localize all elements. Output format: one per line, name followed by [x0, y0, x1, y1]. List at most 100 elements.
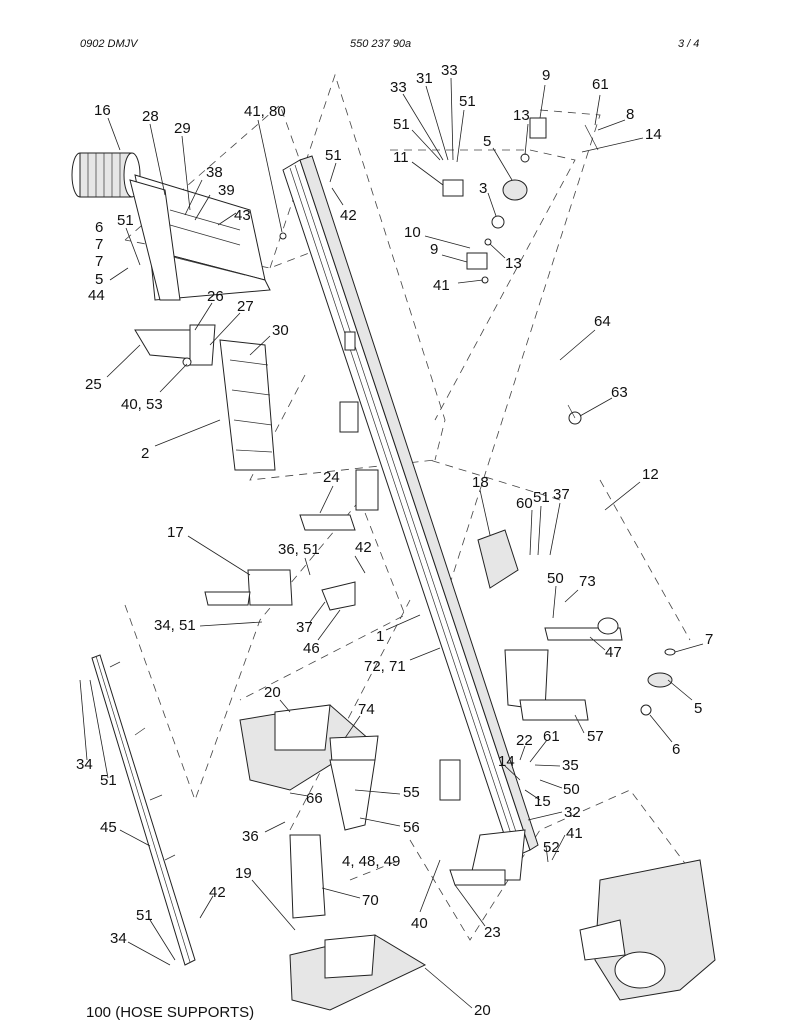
callout-6: 6: [672, 741, 680, 758]
callout-51: 51: [136, 907, 153, 924]
hose-supports-caption: 100 (HOSE SUPPORTS): [86, 1004, 255, 1021]
header-part-number: 550 237 90a: [350, 38, 412, 50]
callout-60: 60: [516, 495, 533, 512]
callout-27: 27: [237, 298, 254, 315]
callout-63: 63: [611, 384, 628, 401]
callout-23: 23: [484, 924, 501, 941]
callout-41: 41: [433, 277, 450, 294]
callout-41: 41: [566, 825, 583, 842]
callout-45: 45: [100, 819, 117, 836]
callout-47: 47: [605, 644, 622, 661]
callout-14: 14: [498, 753, 515, 770]
callout-28: 28: [142, 108, 159, 125]
hose-reel-drum: [71, 152, 141, 198]
callout-46: 46: [303, 640, 320, 657]
callout-15: 15: [534, 793, 551, 810]
callout-36-51: 36, 51: [278, 541, 320, 558]
bracket-17: [204, 569, 293, 606]
callout-51: 51: [533, 489, 550, 506]
callout-18: 18: [472, 474, 489, 491]
callout-41-80: 41, 80: [244, 103, 286, 120]
callout-19: 19: [235, 865, 252, 882]
callout-52: 52: [543, 839, 560, 856]
callout-34: 34: [110, 930, 127, 947]
callout-7: 7: [95, 253, 103, 270]
callout-51: 51: [117, 212, 134, 229]
callout-6: 6: [95, 219, 103, 236]
callout-17: 17: [167, 524, 184, 541]
callout-33: 33: [390, 79, 407, 96]
bracket-46: [321, 581, 356, 611]
callout-30: 30: [272, 322, 289, 339]
cover-70: [289, 834, 326, 919]
callout-5: 5: [95, 271, 103, 288]
callout-5: 5: [483, 133, 491, 150]
callout-25: 25: [85, 376, 102, 393]
callout-51: 51: [393, 116, 410, 133]
callout-4-48-49: 4, 48, 49: [342, 853, 400, 870]
callout-39: 39: [218, 182, 235, 199]
callout-1: 1: [376, 628, 384, 645]
callout-74: 74: [358, 701, 375, 718]
callout-16: 16: [94, 102, 111, 119]
callout-34-51: 34, 51: [154, 617, 196, 634]
callout-5: 5: [694, 700, 702, 717]
hose-support-bar-45: [91, 654, 196, 966]
bracket-24: [299, 514, 356, 531]
plate-assembly-top-left: [129, 174, 271, 301]
callout-66: 66: [306, 790, 323, 807]
bracket-assembly-2: [134, 324, 276, 471]
callout-38: 38: [206, 164, 223, 181]
callout-57: 57: [587, 728, 604, 745]
callout-40: 40: [411, 915, 428, 932]
callout-50: 50: [563, 781, 580, 798]
callout-8: 8: [626, 106, 634, 123]
carriage-20-upper: [239, 704, 379, 831]
callout-42: 42: [209, 884, 226, 901]
callout-61: 61: [543, 728, 560, 745]
callout-42: 42: [340, 207, 357, 224]
callout-3: 3: [479, 180, 487, 197]
callout-37: 37: [553, 486, 570, 503]
callout-37: 37: [296, 619, 313, 636]
callout-61: 61: [592, 76, 609, 93]
callout-70: 70: [362, 892, 379, 909]
callout-51: 51: [325, 147, 342, 164]
callout-43: 43: [234, 207, 251, 224]
callout-13: 13: [513, 107, 530, 124]
callout-44: 44: [88, 287, 105, 304]
leader-lines: [79, 77, 704, 1009]
callout-11: 11: [393, 149, 409, 166]
callout-7: 7: [705, 631, 713, 648]
callout-36: 36: [242, 828, 259, 845]
callout-9: 9: [542, 67, 550, 84]
callout-labels: 16 28 29 41, 80 38 39 43 6 51 7 7 5 44 2…: [76, 62, 713, 1019]
carriage-20-lower: [289, 934, 427, 1011]
callout-12: 12: [642, 466, 659, 483]
main-rail-assembly: [282, 155, 539, 881]
callout-2: 2: [141, 445, 149, 462]
callout-24: 24: [323, 469, 340, 486]
callout-13: 13: [505, 255, 522, 272]
callout-26: 26: [207, 288, 224, 305]
bracket-47: [504, 617, 623, 711]
bracket-57: [519, 699, 589, 721]
bracket-23: [449, 869, 506, 886]
header-page-number: 3 / 4: [678, 38, 700, 50]
callout-9: 9: [430, 241, 438, 258]
callout-50: 50: [547, 570, 564, 587]
header-document-code: 0902 DMJV: [80, 38, 138, 50]
callout-72-71: 72, 71: [364, 658, 406, 675]
cover-18: [477, 529, 519, 589]
callout-56: 56: [403, 819, 420, 836]
callout-64: 64: [594, 313, 611, 330]
callout-73: 73: [579, 573, 596, 590]
callout-34: 34: [76, 756, 93, 773]
callout-51: 51: [459, 93, 476, 110]
roller-right: [640, 648, 676, 716]
callout-33: 33: [441, 62, 458, 79]
callout-35: 35: [562, 757, 579, 774]
callout-7: 7: [95, 236, 103, 253]
callout-42: 42: [355, 539, 372, 556]
